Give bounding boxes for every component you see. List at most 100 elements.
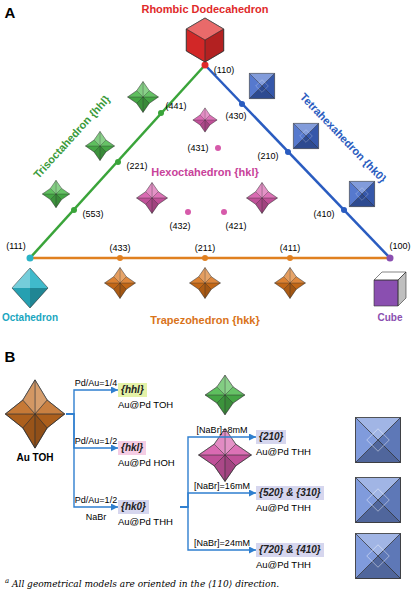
condition-label: Pd/Au=1/2 — [75, 496, 117, 505]
rhombic-dodecahedron — [186, 18, 223, 62]
index-dot — [215, 145, 221, 151]
miller-index: (433) — [109, 244, 130, 253]
miller-index: (441) — [165, 102, 186, 111]
index-dot — [202, 255, 208, 261]
miller-index: (210) — [257, 152, 278, 161]
triangle-edge — [205, 65, 390, 258]
vertex-dot — [387, 255, 394, 262]
condition-label: [NaBr]=16mM — [194, 482, 250, 491]
condition-label: [NaBr]=8mM — [197, 426, 248, 435]
miller-index: (221) — [126, 162, 147, 171]
family-name: Hexoctahedron {hkl} — [151, 167, 259, 178]
au-pd-thh-model — [356, 478, 401, 523]
index-dot — [287, 255, 293, 261]
footnote-mark: a — [5, 578, 9, 585]
shape-name: Rhombic Dodecahedron — [141, 4, 268, 15]
facet-box: {hhl} — [118, 383, 147, 397]
product-name: Au@Pd TOH — [118, 399, 173, 410]
facet-box: {hkl} — [118, 441, 146, 455]
tetrahexahedron — [249, 73, 274, 98]
tetrahexahedron — [349, 181, 374, 206]
product-name: Au@Pd THH — [256, 502, 311, 513]
au-pd-thh-model — [356, 418, 401, 463]
hexoctahedron — [193, 108, 217, 132]
facet-box: {520} & {310} — [256, 486, 324, 500]
index-dot — [239, 101, 245, 107]
miller-index: (211) — [195, 244, 215, 253]
au-toh-shape — [5, 380, 64, 448]
trisoctahedron — [42, 180, 69, 207]
product-node: {720} & {410} Au@Pd THH — [256, 543, 340, 570]
vertex-dot — [202, 62, 209, 69]
index-dot — [341, 207, 347, 213]
hexoctahedron — [247, 183, 278, 214]
trapezohedron — [105, 268, 136, 299]
tetrahexahedron — [293, 123, 318, 148]
flow-arrow — [180, 493, 256, 507]
miller-index: (430) — [225, 112, 246, 121]
product-name: Au@Pd THH — [256, 559, 311, 570]
facet-box: {hk0} — [118, 500, 149, 514]
condition-label: [NaBr]=24mM — [194, 539, 250, 548]
trapezohedron — [275, 268, 306, 299]
miller-index: (431) — [187, 144, 208, 153]
reagent-label: NaBr — [86, 513, 107, 522]
product-node: {520} & {310} Au@Pd THH — [256, 486, 340, 513]
product-name: Au@Pd THH — [256, 446, 311, 457]
trisoctahedron — [85, 131, 114, 160]
shape-name: Octahedron — [2, 313, 58, 323]
hexoctahedron — [137, 183, 168, 214]
miller-index: (553) — [82, 210, 103, 219]
index-dot — [221, 209, 227, 215]
flow-arrow — [66, 414, 118, 507]
product-node: {210} Au@Pd THH — [256, 430, 336, 457]
condition-label: Pd/Au=1/2 — [75, 437, 117, 446]
flow-arrow — [180, 507, 256, 550]
au-pd-toh-model — [205, 375, 245, 415]
triangle-edge — [30, 65, 205, 258]
seed-crystal-node: Au TOH — [4, 378, 66, 463]
trapezohedron — [190, 268, 221, 299]
product-name: Au TOH — [16, 452, 53, 463]
flow-arrow — [180, 437, 256, 507]
facet-box: {720} & {410} — [256, 543, 324, 557]
index-dot — [285, 149, 291, 155]
index-dot — [115, 159, 121, 165]
product-node: {hk0} Au@Pd THH — [118, 500, 180, 527]
cube — [374, 272, 406, 306]
miller-index: (432) — [169, 222, 190, 231]
facet-box: {210} — [256, 430, 286, 444]
index-dot — [185, 209, 191, 215]
product-name: Au@Pd THH — [118, 516, 173, 527]
trisoctahedron — [128, 82, 159, 113]
index-dot — [158, 110, 164, 116]
footnote-caption: All geometrical models are oriented in t… — [12, 580, 279, 589]
triangle-edge — [30, 257, 390, 260]
miller-index: (410) — [313, 210, 334, 219]
panel-letter: B — [5, 349, 16, 364]
miller-index: (111) — [6, 242, 26, 251]
au-toh-model — [4, 378, 66, 450]
au-pd-hoh-model — [199, 429, 252, 482]
index-dot — [71, 207, 77, 213]
shape-name: Cube — [378, 313, 403, 323]
miller-index: (421) — [225, 222, 246, 231]
flow-arrow — [66, 414, 118, 448]
index-dot — [117, 255, 123, 261]
flow-arrow — [66, 390, 118, 414]
miller-index: (110) — [214, 66, 234, 75]
product-name: Au@Pd HOH — [118, 457, 175, 468]
miller-index: (411) — [280, 244, 300, 253]
vertex-dot — [27, 255, 34, 262]
panel-letter: A — [5, 5, 16, 20]
product-node: {hhl} Au@Pd TOH — [118, 383, 180, 410]
product-node: {hkl} Au@Pd HOH — [118, 441, 180, 468]
condition-label: Pd/Au=1/4 — [75, 379, 117, 388]
miller-index: (100) — [389, 242, 410, 251]
au-pd-thh-model — [356, 534, 401, 579]
family-name: Trapezohedron {hkk} — [150, 315, 259, 326]
octahedron — [12, 268, 48, 308]
